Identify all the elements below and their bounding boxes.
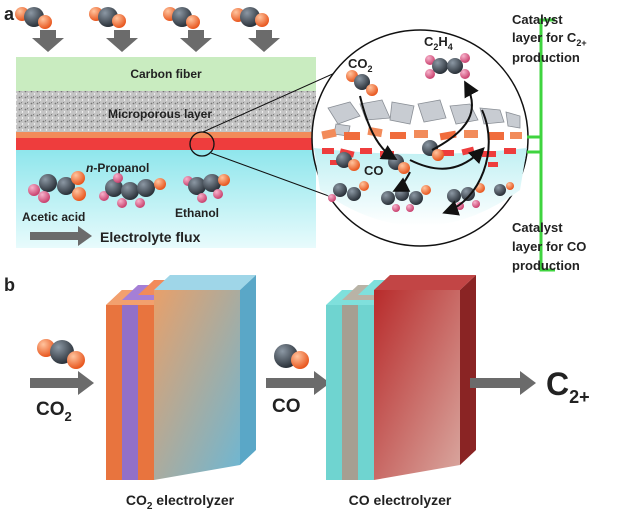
catalyst-c2-line2-main: layer for C <box>512 30 577 45</box>
co2-stack-side <box>240 275 256 465</box>
b-c2-main: C <box>546 366 569 402</box>
catalyst-c2-layer <box>16 138 316 150</box>
down-arrow-icon <box>32 30 64 52</box>
carbon-fiber-label: Carbon fiber <box>130 67 202 81</box>
incoming-co2-molecules <box>15 7 269 29</box>
co2-molecule <box>89 7 126 28</box>
co2-electrolyzer-stack <box>106 275 256 480</box>
co2-electrolyzer-label: CO2 electrolyzer <box>126 492 235 512</box>
zoom-co2-label: CO2 <box>348 56 373 74</box>
panel-b-label: b <box>4 275 15 295</box>
reaction-arrow-to-c2h4 <box>431 80 479 151</box>
catalyst-co-label-line3: production <box>512 258 580 273</box>
co-layer <box>342 305 358 480</box>
reaction-arrow-down-liquid <box>392 171 411 192</box>
catalyst-co-label-line2: layer for CO <box>512 239 586 254</box>
co-layer <box>326 305 342 480</box>
co-electrolyzer-stack <box>326 275 476 480</box>
b-co2-label: CO2 <box>36 399 72 424</box>
ethanol-label: Ethanol <box>175 206 219 220</box>
acetic-acid-molecule <box>28 171 86 203</box>
microporous-label: Microporous layer <box>108 107 212 121</box>
microporous-layer <box>16 91 316 132</box>
co2-layer <box>106 290 122 480</box>
zoom-circle <box>311 29 529 247</box>
co-electrolyzer-label: CO electrolyzer <box>349 492 452 508</box>
zoom-c2h4-sub2: 4 <box>448 42 453 52</box>
zoom-c2h4-c: C <box>424 34 434 49</box>
acetic-acid-label: Acetic acid <box>22 210 85 224</box>
panel-a-label: a <box>4 4 15 24</box>
zoom-co-label: CO <box>364 163 384 178</box>
propanol-label: n-Propanol <box>86 161 149 175</box>
ethanol-molecule <box>183 174 230 203</box>
reaction-arrow-co-cycle <box>409 147 485 170</box>
zoom-c2h4-h: H <box>438 34 447 49</box>
catalyst-c2-line2-sub: 2+ <box>576 38 586 48</box>
propanol-rest: -Propanol <box>93 161 149 175</box>
zoom-c2h4-molecule <box>425 53 470 79</box>
catalyst-co-label-line1: Catalyst <box>512 220 563 235</box>
b-co-label: CO <box>272 396 301 417</box>
layer-stack <box>16 57 316 248</box>
co2-molecule <box>231 7 269 27</box>
co2-electrolyzer-rest: electrolyzer <box>152 492 234 508</box>
microporous-particles <box>327 99 521 137</box>
electrolyte-flux-label: Electrolyte flux <box>100 229 201 245</box>
propanol-prefix: n <box>86 161 93 175</box>
zoom-c2h4-sub1: 2 <box>433 42 438 52</box>
b-co-molecule <box>274 344 309 369</box>
co-stack-front <box>374 290 460 480</box>
propanol-molecule <box>99 173 166 208</box>
co-stack-side <box>460 275 476 465</box>
down-arrow-icon <box>180 30 212 52</box>
zoom-spot <box>189 131 215 157</box>
b-co2-sub: 2 <box>65 409 72 424</box>
down-arrow-icon <box>248 30 280 52</box>
reaction-arrow-co2-to-co <box>359 95 398 160</box>
zoom-co2-molecule <box>346 70 378 96</box>
b-arrow-co2-icon <box>30 371 94 395</box>
b-c2-sub: 2+ <box>569 387 590 407</box>
b-co2-main: CO <box>36 399 65 420</box>
co2-electrolyzer-sub: 2 <box>147 501 153 512</box>
catalyst-c2-label-line1: Catalyst <box>512 12 563 27</box>
b-co2-molecule <box>37 339 85 369</box>
carbon-fiber-layer <box>16 57 316 91</box>
co2-electrolyzer-main: CO <box>126 492 147 508</box>
zoom-co2-main: CO <box>348 56 368 71</box>
down-arrow-icon <box>106 30 138 52</box>
b-arrow-co-icon <box>266 371 330 395</box>
zoom-co2-sub: 2 <box>368 64 373 74</box>
co2-layer <box>122 290 138 480</box>
catalyst-c2-label-line3: production <box>512 50 580 65</box>
catalyst-bracket <box>527 18 555 272</box>
co2-stack-front <box>154 290 240 480</box>
co2-layer <box>138 290 154 480</box>
co2-stack-top-4 <box>154 275 256 290</box>
gas-flow-arrows <box>32 30 280 52</box>
co-stack-top-4 <box>374 275 476 290</box>
b-c2-label: C2+ <box>546 366 590 407</box>
co2-molecule <box>163 7 200 29</box>
reaction-arrow-to-liquid <box>442 109 490 216</box>
electrolyte-region <box>16 150 316 248</box>
co-layer <box>358 305 374 480</box>
catalyst-c2-label-line2: layer for C2+ <box>512 30 587 48</box>
catalyst-co-layer <box>16 132 316 138</box>
co2-molecule <box>15 7 52 29</box>
zoom-c2h4-label: C2H4 <box>424 34 453 52</box>
b-arrow-c2-icon <box>470 371 536 395</box>
electrolyte-flux-arrow-icon <box>30 226 92 246</box>
